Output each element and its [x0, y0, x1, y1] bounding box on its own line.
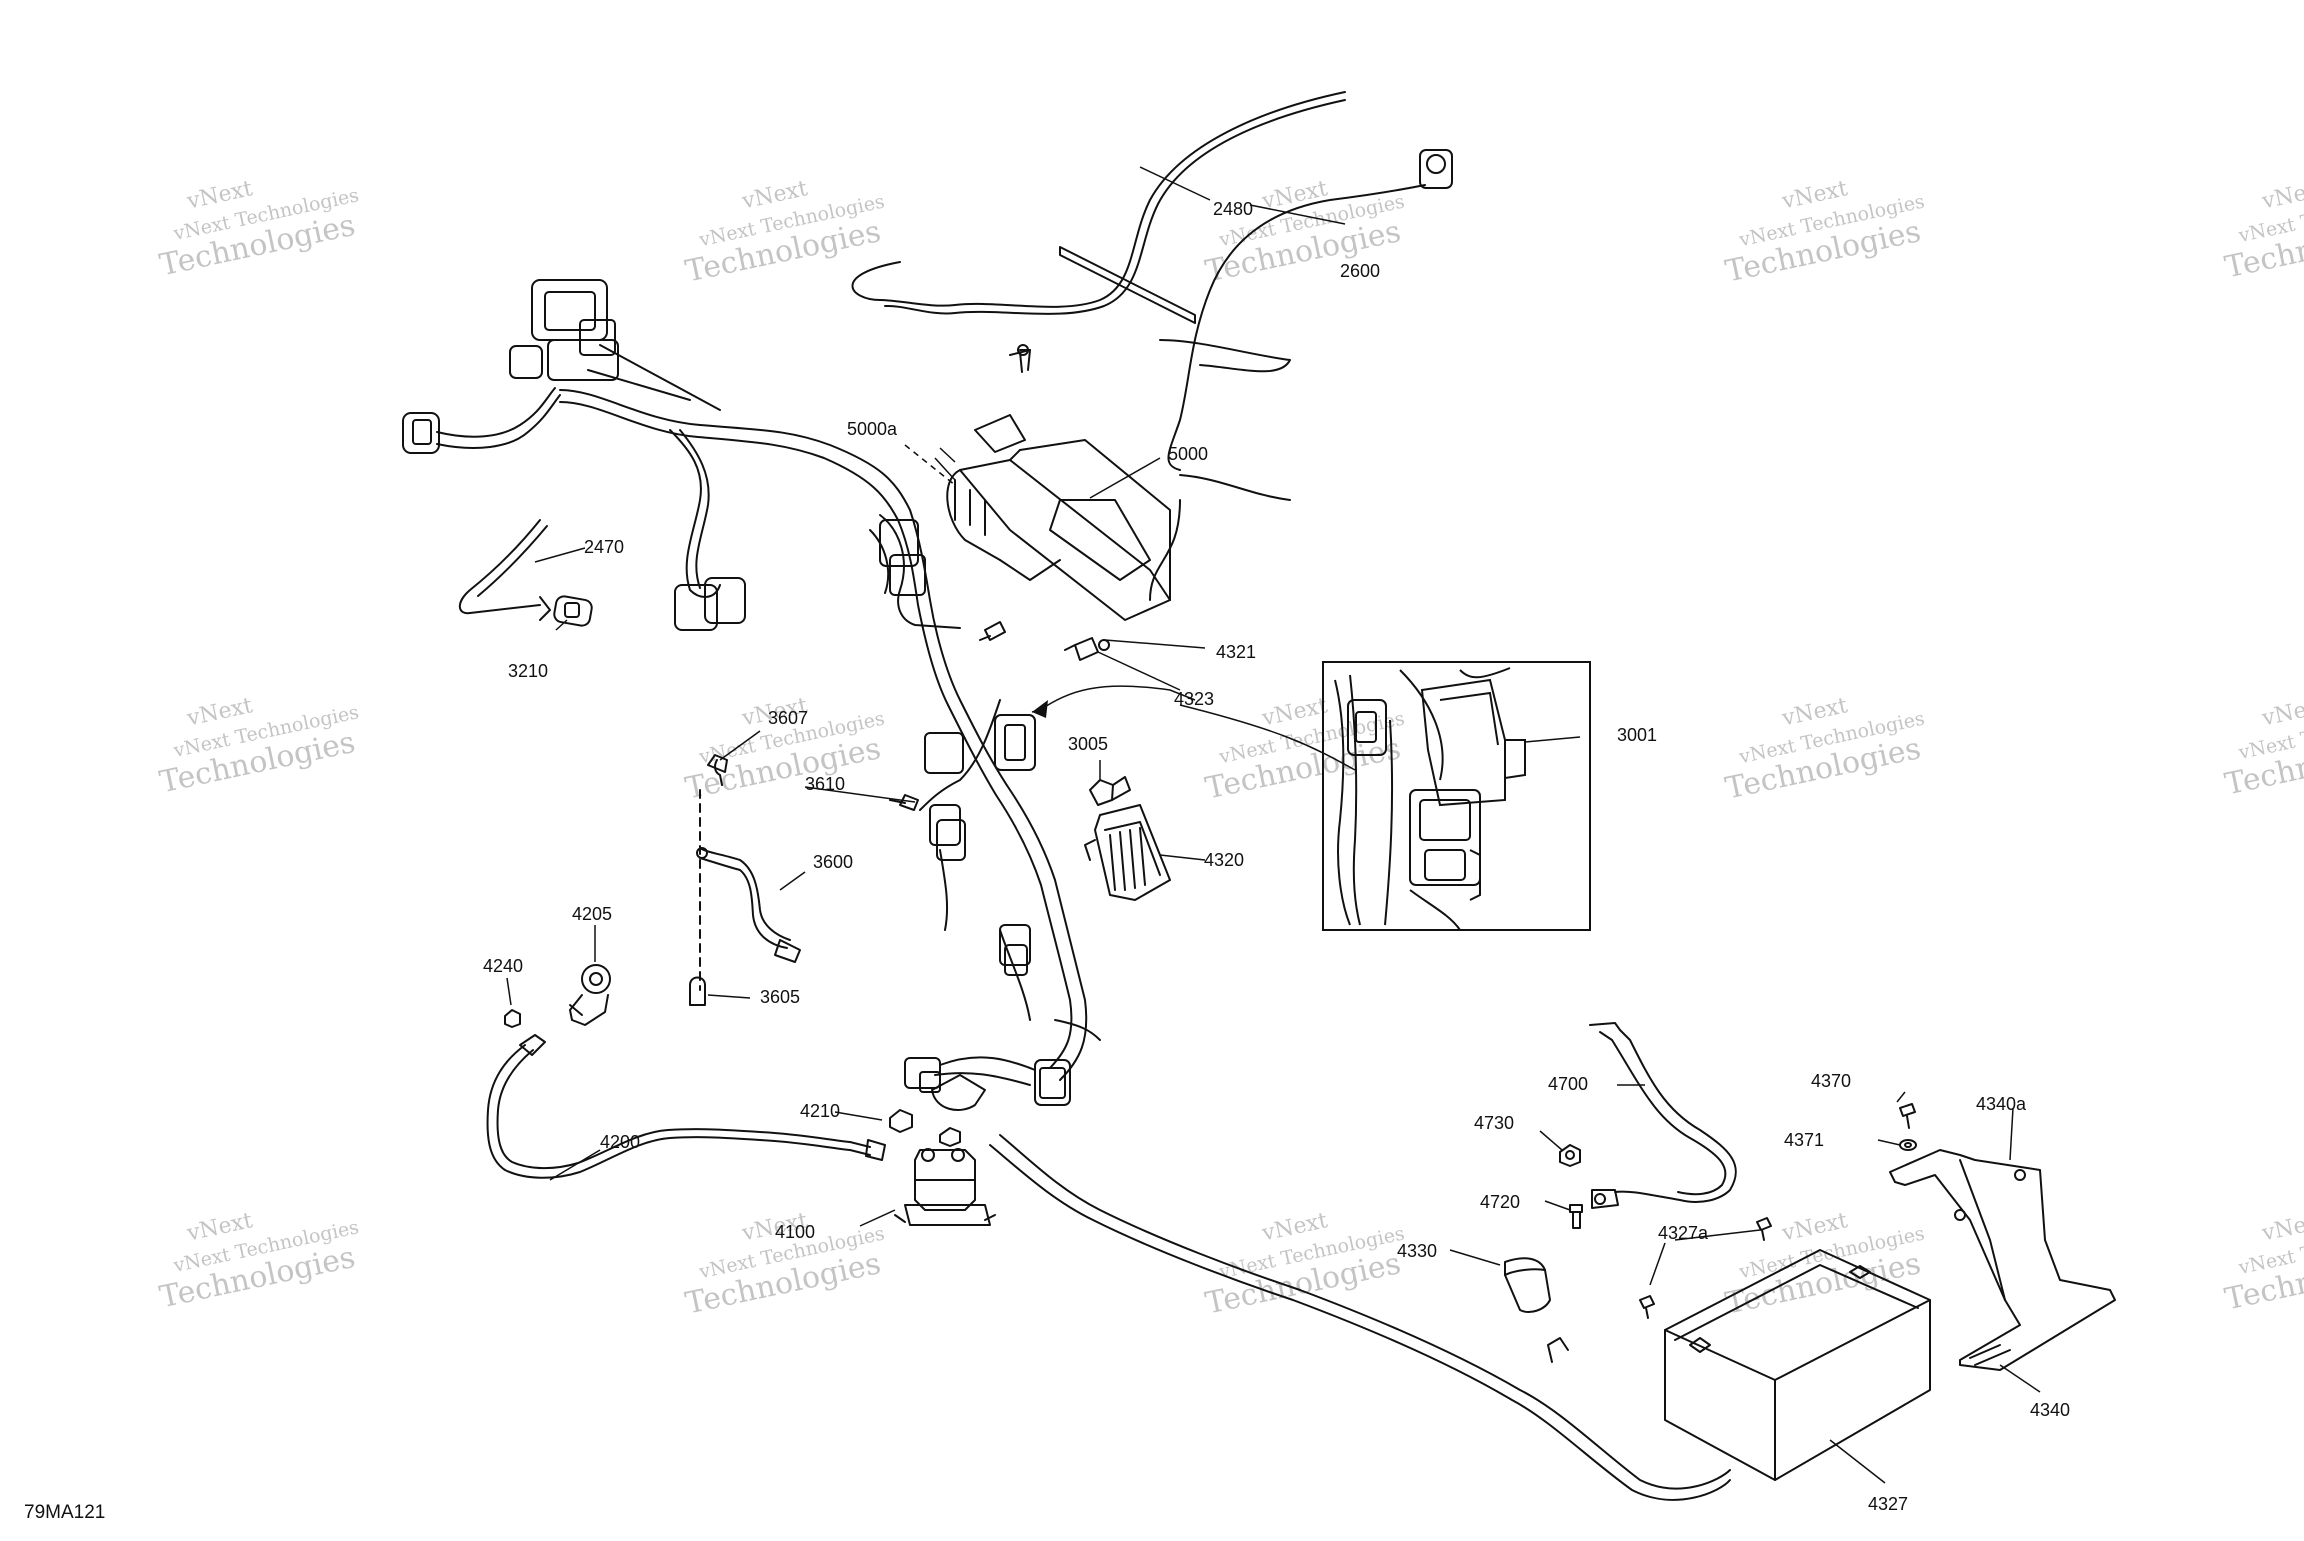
figure-id: 79MA121	[24, 1502, 105, 1523]
label-3610: 3610	[805, 774, 845, 794]
terminal-4205	[569, 964, 611, 1026]
label-4340: 4340	[2030, 1400, 2070, 1420]
label-4205: 4205	[572, 904, 612, 924]
solenoid-4100	[894, 1148, 996, 1226]
watermark: vNext vNext Technologies Technologies	[1722, 693, 1926, 806]
nut-4100-top	[939, 1127, 961, 1147]
hose-2480	[851, 91, 1346, 324]
label-3005: 3005	[1068, 734, 1108, 754]
svg-text:vNext: vNext	[2259, 693, 2304, 731]
label-5000: 5000	[1168, 444, 1208, 464]
label-4371: 4371	[1784, 1130, 1824, 1150]
label-4210: 4210	[800, 1101, 840, 1121]
bolt-4720	[1569, 1204, 1583, 1229]
watermark: vNext vNext Technologies Technologies	[157, 1208, 361, 1315]
watermark: vNext vNext Technologies Technologies	[2222, 693, 2304, 802]
label-3001: 3001	[1617, 725, 1657, 745]
sensor-cable-2600	[1149, 149, 1453, 601]
arrow-3001	[1032, 700, 1048, 718]
label-5000a: 5000a	[847, 419, 898, 439]
nut-4210	[889, 1109, 913, 1133]
ecm-5000	[946, 349, 1171, 621]
bolt-5000-top	[1009, 344, 1031, 373]
callout-labels: 2480 2600 2470 3210 5000a 5000 4321 4323…	[483, 199, 2070, 1514]
washer-4371	[1899, 1139, 1917, 1151]
label-3600: 3600	[813, 852, 853, 872]
nut-3005	[1089, 776, 1131, 806]
watermark: vNext vNext Technologies Technologies	[682, 693, 886, 806]
screw-3610	[889, 794, 919, 811]
label-4200: 4200	[600, 1132, 640, 1152]
label-2480: 2480	[1213, 199, 1253, 219]
watermark: vNext vNext Technologies Technologies	[682, 1208, 886, 1321]
label-3210: 3210	[508, 661, 548, 681]
main-wiring-harness	[402, 279, 1101, 1111]
watermark: vNext vNext Technologies Technologies	[1722, 176, 1926, 289]
fastener-4323	[1064, 637, 1110, 661]
label-4720: 4720	[1480, 1192, 1520, 1212]
cable-4200	[486, 1034, 886, 1179]
watermark: vNext vNext Technologies Technologies	[1202, 1208, 1406, 1321]
watermark: vNext vNext Technologies Technologies	[157, 176, 361, 283]
detail-inset-3001	[1322, 661, 1591, 931]
label-4340a: 4340a	[1976, 1094, 2027, 1114]
svg-text:vNext: vNext	[2259, 1208, 2304, 1246]
label-3607: 3607	[768, 708, 808, 728]
leader-5000a	[904, 444, 956, 486]
connector-3210	[553, 595, 593, 627]
battery-4327	[1547, 1249, 1931, 1481]
negative-cable-4700	[1589, 1022, 1737, 1209]
watermark: vNext vNext Technologies Technologies	[2222, 176, 2304, 285]
label-3605: 3605	[760, 987, 800, 1007]
svg-text:vNext: vNext	[2259, 176, 2304, 214]
watermark: vNext vNext Technologies Technologies	[682, 176, 886, 289]
watermark: vNext vNext Technologies Technologies	[157, 693, 361, 800]
label-4321: 4321	[1216, 642, 1256, 662]
label-4330: 4330	[1397, 1241, 1437, 1261]
bolt-4370	[1899, 1103, 1916, 1129]
label-4327a: 4327a	[1658, 1223, 1709, 1243]
watermark: vNext vNext Technologies Technologies	[2222, 1208, 2304, 1317]
label-4327: 4327	[1868, 1494, 1908, 1514]
label-2600: 2600	[1340, 261, 1380, 281]
watermark: vNext vNext Technologies Technologies	[1722, 1208, 1926, 1321]
nut-4240	[504, 1009, 521, 1028]
label-2470: 2470	[584, 537, 624, 557]
label-4320: 4320	[1204, 850, 1244, 870]
label-4730: 4730	[1474, 1113, 1514, 1133]
label-4323: 4323	[1174, 689, 1214, 709]
battery-bracket-4340	[1889, 1149, 2116, 1371]
parts-layer	[402, 91, 2116, 1501]
ground-cable-3600	[689, 754, 801, 1006]
label-4370: 4370	[1811, 1071, 1851, 1091]
terminal-cap-4330	[1504, 1257, 1551, 1313]
nut-4730	[1559, 1144, 1581, 1167]
fuse-box-4320	[1084, 804, 1171, 901]
label-4100: 4100	[775, 1222, 815, 1242]
clip-2470	[458, 519, 551, 621]
watermark: vNext vNext Technologies Technologies	[1202, 176, 1406, 289]
label-4240: 4240	[483, 956, 523, 976]
label-4700: 4700	[1548, 1074, 1588, 1094]
watermark-layer: vNext vNext Technologies Technologies vN…	[157, 176, 2304, 1321]
positive-battery-cable	[989, 1134, 1731, 1501]
watermark: vNext vNext Technologies Technologies	[1202, 693, 1406, 806]
fastener-4321	[979, 621, 1006, 641]
screw-4327a	[1639, 1217, 1772, 1319]
